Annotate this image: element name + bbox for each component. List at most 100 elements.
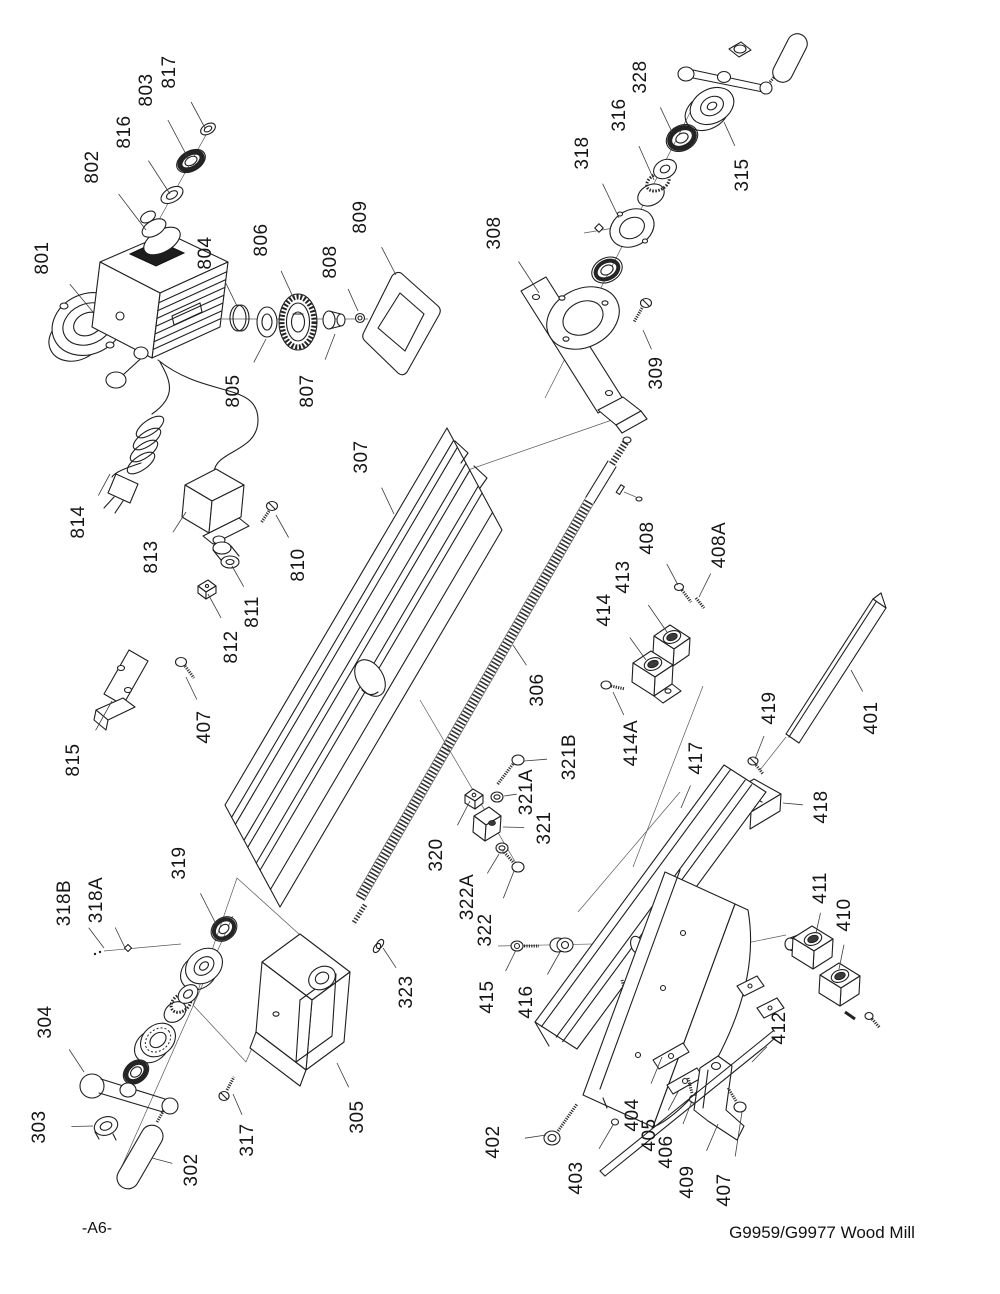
leader-line-416 — [547, 951, 561, 975]
leader-line-804 — [224, 281, 238, 307]
leader-line-307 — [381, 487, 395, 515]
part-label-305: 305 — [347, 1100, 368, 1133]
part-label-416: 416 — [516, 985, 537, 1018]
part-label-306: 306 — [527, 673, 548, 706]
part-label-407: 407 — [714, 1173, 735, 1206]
gear-train — [229, 271, 441, 376]
part-label-812: 812 — [221, 630, 242, 663]
leader-line-407 — [185, 676, 198, 700]
leader-line-404 — [650, 1056, 663, 1084]
leader-line-417 — [680, 785, 691, 809]
part-label-414: 414 — [594, 593, 615, 626]
part-label-317: 317 — [237, 1123, 258, 1156]
part-label-321B: 321B — [559, 734, 580, 780]
part-label-809: 809 — [350, 200, 371, 233]
part-label-810: 810 — [288, 548, 309, 581]
part-label-411: 411 — [810, 872, 831, 904]
leader-line-320 — [457, 800, 471, 826]
part-label-808: 808 — [320, 245, 341, 278]
leader-line-807 — [324, 333, 336, 360]
leader-line-817 — [190, 101, 206, 129]
part-label-328: 328 — [630, 60, 651, 93]
part-label-409: 409 — [677, 1165, 698, 1198]
part-label-309: 309 — [646, 356, 667, 389]
part-label-817: 817 — [159, 55, 180, 88]
nut-blocks-410-411 — [784, 925, 882, 1029]
cross-slide-assembly — [79, 916, 238, 1190]
leader-line-407 — [734, 1111, 743, 1157]
part-label-404: 404 — [622, 1098, 643, 1131]
page-number: -A6- — [82, 1220, 112, 1237]
part-label-418: 418 — [811, 790, 832, 823]
part-label-412: 412 — [769, 1011, 790, 1044]
part-label-323: 323 — [396, 975, 417, 1008]
leader-line-321B — [523, 758, 548, 762]
handwheel-handle — [677, 33, 808, 95]
bearing-block-305 — [249, 933, 351, 1087]
part-label-307: 307 — [351, 440, 372, 473]
part-label-415: 415 — [477, 980, 498, 1013]
part-label-802: 802 — [82, 150, 103, 183]
part-label-303: 303 — [29, 1110, 50, 1143]
motor-assembly — [48, 122, 229, 389]
leader-line-309 — [642, 329, 652, 350]
leader-line-319 — [200, 893, 217, 925]
base-gibs — [599, 975, 785, 1177]
leader-line-408A — [698, 573, 712, 598]
leader-line-303 — [71, 1125, 94, 1127]
table-stop-fasteners — [464, 754, 525, 873]
leader-line-401 — [850, 669, 864, 692]
part-label-408: 408 — [637, 521, 658, 554]
leader-line-322A — [486, 853, 500, 874]
leader-line-406 — [682, 1100, 693, 1125]
feed-nut-blocks — [600, 582, 706, 704]
leader-line-808 — [347, 288, 359, 312]
part-label-417: 417 — [686, 741, 707, 774]
handwheel-assembly — [520, 33, 808, 434]
leader-line-813 — [172, 511, 187, 533]
leader-line-412 — [751, 1046, 768, 1063]
leader-line-801 — [69, 283, 94, 313]
part-label-319: 319 — [169, 846, 190, 879]
part-label-318A: 318A — [86, 877, 107, 923]
leader-line-811 — [231, 565, 245, 587]
leader-line-323 — [382, 947, 397, 969]
leader-line-315 — [723, 121, 736, 146]
leader-line-805 — [253, 338, 267, 363]
leader-line-308 — [518, 261, 540, 294]
part-label-814: 814 — [68, 505, 89, 538]
leader-line-812 — [207, 593, 222, 619]
part-label-322: 322 — [475, 913, 496, 946]
part-label-316: 316 — [609, 98, 630, 131]
leader-line-814 — [97, 473, 111, 496]
leader-line-809 — [381, 247, 397, 276]
part-label-401: 401 — [861, 701, 882, 734]
part-label-402: 402 — [483, 1125, 504, 1158]
leader-line-305 — [336, 1062, 350, 1088]
part-label-308: 308 — [484, 216, 505, 249]
leader-line-803 — [167, 119, 189, 159]
switch-box — [181, 468, 279, 600]
part-label-405: 405 — [639, 1118, 660, 1151]
part-label-318: 318 — [572, 136, 593, 169]
leader-line-403 — [598, 1124, 614, 1150]
part-label-803: 803 — [136, 73, 157, 106]
part-label-321A: 321A — [516, 769, 537, 815]
leader-line-322 — [502, 870, 515, 899]
motor-vents — [152, 271, 228, 351]
leader-line-413 — [647, 604, 668, 633]
part-label-419: 419 — [759, 691, 780, 724]
leader-line-409 — [706, 1123, 719, 1151]
part-label-811: 811 — [242, 596, 263, 628]
leader-line-414 — [629, 637, 647, 661]
leader-line-321A — [503, 793, 517, 797]
part-label-406: 406 — [656, 1135, 677, 1168]
leader-line-306 — [512, 644, 527, 666]
gib-bar-401 — [785, 592, 887, 744]
leader-line-419 — [754, 735, 765, 760]
part-label-318B: 318B — [54, 880, 75, 926]
part-label-806: 806 — [251, 223, 272, 256]
